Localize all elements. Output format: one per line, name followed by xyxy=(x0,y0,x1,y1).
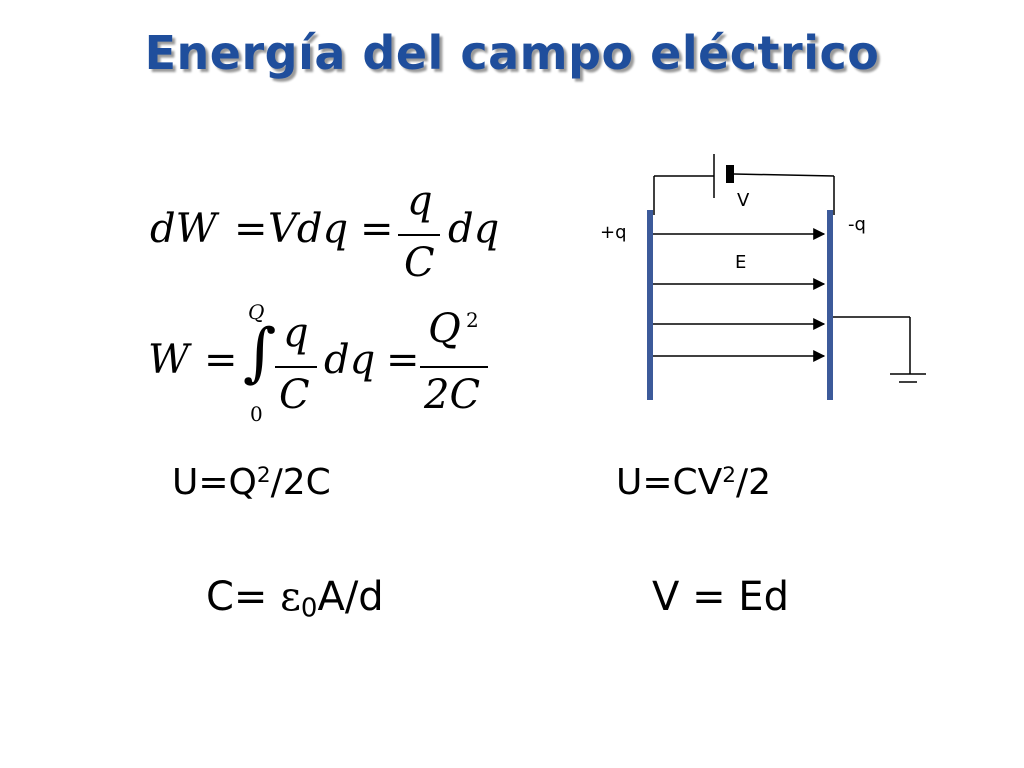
eq2-numerator: q xyxy=(283,310,309,356)
energy-voltage-exponent: 2 xyxy=(722,463,737,489)
eq2-equals-b: = xyxy=(386,337,420,383)
voltage-label: V xyxy=(737,190,750,211)
battery-short-plate xyxy=(726,165,734,183)
eq1-lhs: dW xyxy=(150,206,217,252)
eq2-equals-a: = xyxy=(204,337,238,383)
battery-circuit xyxy=(653,154,835,215)
epsilon-symbol: ε xyxy=(280,574,301,620)
eq2-result-exponent: 2 xyxy=(466,308,479,332)
integral-sign: ∫ xyxy=(243,316,277,390)
eq2-result-numerator: Q xyxy=(428,306,461,352)
eq1-equals-b: = xyxy=(360,206,394,252)
eq2-result-denominator: 2C xyxy=(424,372,481,418)
eq1-fraction-bar xyxy=(398,234,440,236)
negative-charge-label: -q xyxy=(848,214,866,235)
eq2-result-fraction-bar xyxy=(420,366,488,368)
epsilon-subscript: 0 xyxy=(300,593,318,624)
positive-charge-label: +q xyxy=(600,222,627,243)
eq2-tail: dq xyxy=(324,337,376,383)
eq1-equals-a: = xyxy=(234,206,268,252)
eq2-upper-limit: Q xyxy=(248,300,265,324)
slide-title: Energía del campo eléctrico xyxy=(144,26,880,80)
eq2-lhs: W xyxy=(148,337,190,383)
voltage-field-formula: V = Ed xyxy=(652,574,789,620)
energy-charge-prefix: U=Q xyxy=(172,462,257,503)
eq2-lower-limit: 0 xyxy=(250,402,263,426)
field-label: E xyxy=(735,252,746,273)
energy-voltage-formula: U=CV2/2 xyxy=(616,462,771,503)
capacitor-diagram: V +q -q E xyxy=(600,154,926,400)
capacitance-formula: C= ε0A/d xyxy=(206,574,384,624)
eq1-mid: Vdq xyxy=(268,206,349,252)
right-wire-horizontal xyxy=(733,173,835,177)
eq1-tail: dq xyxy=(448,206,500,252)
eq2-fraction-bar xyxy=(275,366,317,368)
capacitance-prefix: C= xyxy=(206,574,281,620)
eq1-numerator: q xyxy=(407,178,433,224)
energy-charge-formula: U=Q2/2C xyxy=(172,462,331,503)
field-lines xyxy=(653,228,826,362)
energy-charge-exponent: 2 xyxy=(256,463,271,489)
eq1-denominator: C xyxy=(404,240,435,286)
ground-symbol xyxy=(833,316,926,383)
capacitance-suffix: A/d xyxy=(317,574,384,620)
energy-voltage-suffix: /2 xyxy=(736,462,772,503)
eq2-denominator: C xyxy=(279,372,310,418)
energy-charge-suffix: /2C xyxy=(270,462,331,503)
energy-voltage-prefix: U=CV xyxy=(616,462,723,503)
